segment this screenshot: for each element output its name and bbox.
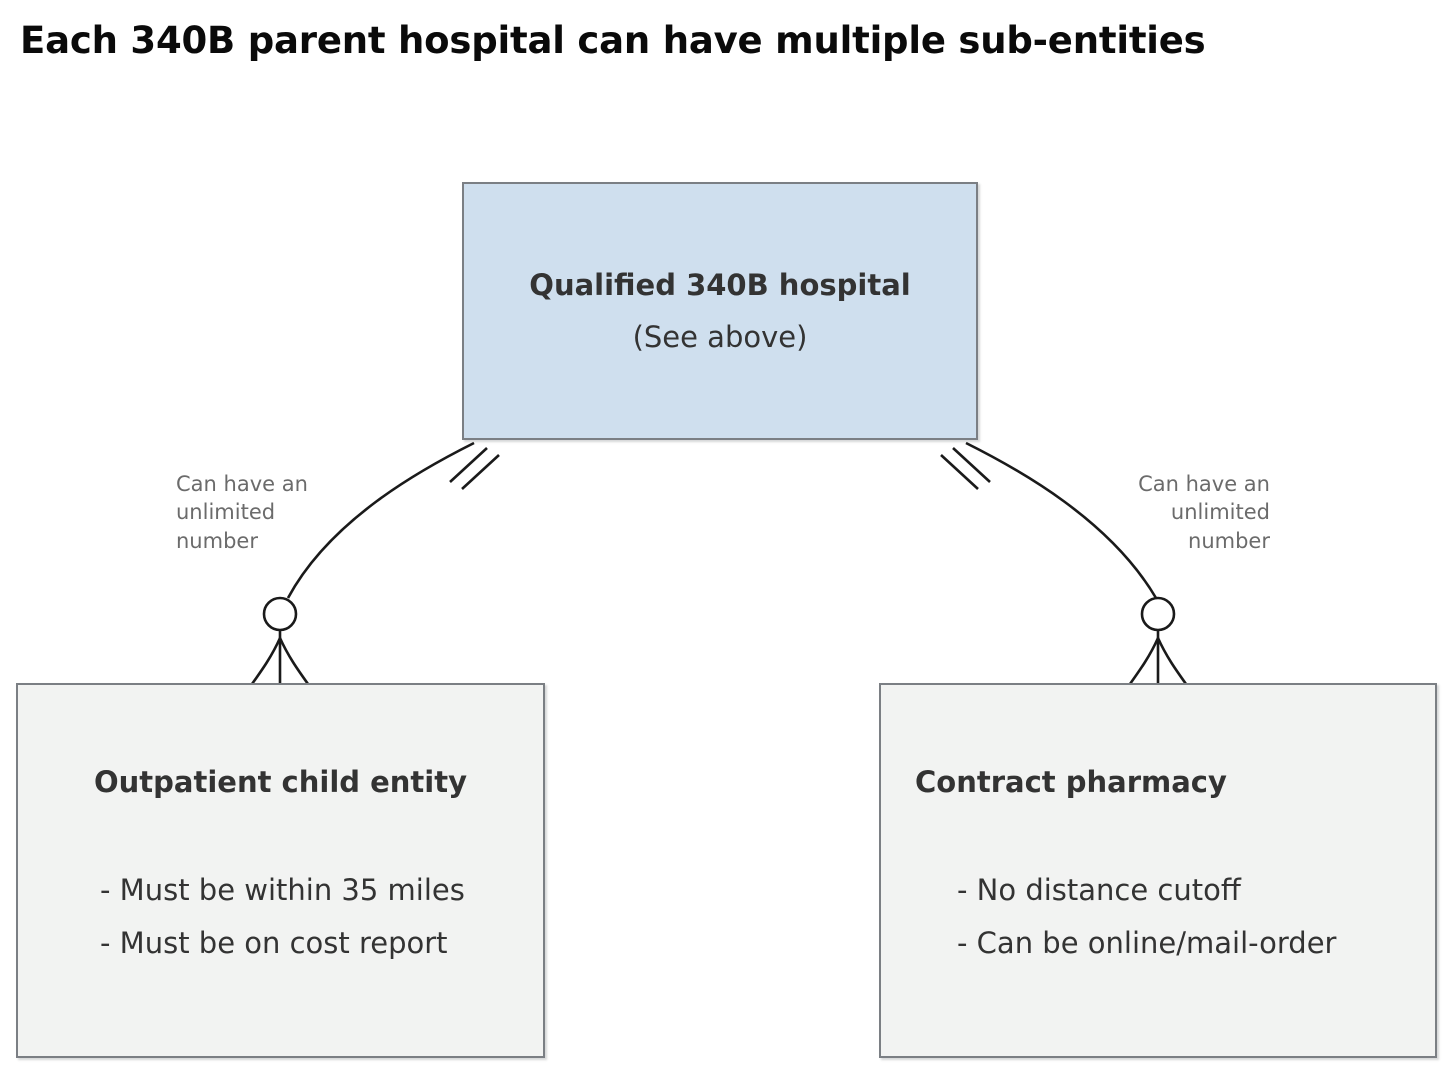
cardinality-tick-right-outer [952, 447, 991, 483]
child-right-content: Contract pharmacy - No distance cutoff -… [881, 685, 1435, 1056]
child-left-bullet-1: - Must be within 35 miles [100, 872, 465, 907]
entity-box-contract-pharmacy[interactable]: Contract pharmacy - No distance cutoff -… [879, 683, 1437, 1058]
crowsfoot-left-west [250, 637, 282, 685]
child-right-title: Contract pharmacy [915, 765, 1227, 799]
edge-label-right: Can have an unlimited number [1138, 472, 1270, 553]
entity-box-outpatient-child-entity[interactable]: Outpatient child entity - Must be within… [16, 683, 545, 1058]
child-left-bullet-2: - Must be on cost report [100, 925, 448, 960]
cardinality-tick-left-inner [461, 454, 500, 490]
child-right-bullet-2: - Can be online/mail-order [957, 925, 1337, 960]
crowsfoot-right-west [1128, 637, 1160, 685]
parent-entity-title: Qualified 340B hospital [529, 267, 911, 302]
child-left-content: Outpatient child entity - Must be within… [18, 685, 543, 1056]
crowsfoot-right-east [1156, 637, 1188, 685]
child-right-bullet-1: - No distance cutoff [957, 872, 1241, 907]
crowsfoot-left-east [278, 637, 310, 685]
cardinality-circle-right [1140, 596, 1176, 632]
child-right-bullet-list: - No distance cutoff - Can be online/mai… [915, 872, 1401, 960]
cardinality-tick-left-outer [449, 447, 488, 483]
child-left-bullet-list: - Must be within 35 miles - Must be on c… [52, 872, 509, 960]
entity-box-qualified-340b-hospital[interactable]: Qualified 340B hospital (See above) [462, 182, 978, 440]
page-title: Each 340B parent hospital can have multi… [20, 19, 1206, 62]
parent-entity-subtitle: (See above) [632, 320, 808, 354]
cardinality-circle-left [262, 596, 298, 632]
edge-label-left: Can have an unlimited number [176, 472, 308, 553]
child-left-title: Outpatient child entity [93, 765, 468, 799]
cardinality-tick-right-inner [940, 454, 979, 490]
